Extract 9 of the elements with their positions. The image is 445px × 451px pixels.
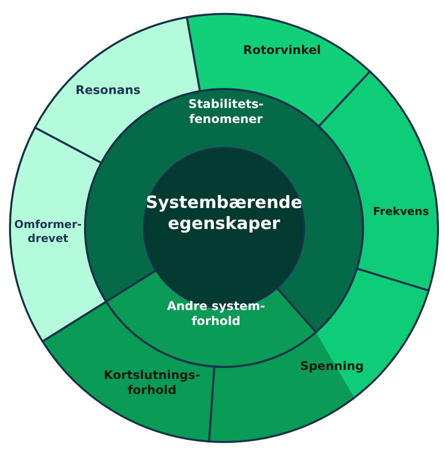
- segment-label: Spenning: [300, 358, 364, 374]
- segment-label: Omformer- drevet: [13, 218, 83, 246]
- segment-label: Frekvens: [372, 205, 430, 219]
- segment-label: Rotorvinkel: [243, 42, 321, 58]
- segment-label: Stabilitets- fenomener: [187, 97, 265, 127]
- segment-label: Resonans: [75, 82, 141, 98]
- segment-label: Andre system- forhold: [166, 299, 266, 329]
- center-label: Systembærende egenskaper: [144, 192, 304, 236]
- segment-label: Kortslutnings- forhold: [102, 368, 202, 398]
